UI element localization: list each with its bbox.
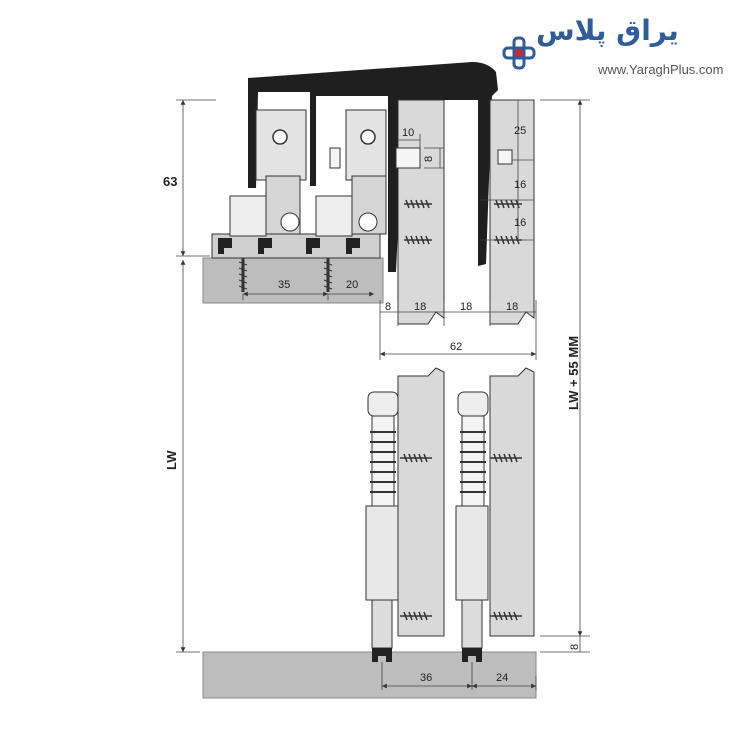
- bottom-board: [202, 651, 537, 699]
- dim-bottom-24: 24: [496, 672, 508, 684]
- dim-panel-front: 18: [414, 301, 426, 313]
- carriage-left-body: [255, 109, 307, 181]
- dim-top-25: 25: [514, 125, 526, 137]
- dim-panel-back: 18: [506, 301, 518, 313]
- brand-name: یراق پلاس: [536, 14, 679, 47]
- dim-mid-16b: 16: [514, 217, 526, 229]
- dim-gap-left: 8: [385, 301, 391, 313]
- dim-pin-8: 8: [423, 156, 435, 162]
- dim-bottom-36: 36: [420, 672, 432, 684]
- bottom-guide-front: [365, 391, 399, 662]
- dim-bottom-8: 8: [569, 644, 581, 650]
- brand-logo: یراق پلاس www.YaraghPlus.com: [500, 8, 745, 80]
- dim-overall-width: 62: [450, 341, 462, 353]
- screw-left: [238, 258, 248, 292]
- top-profile: [248, 62, 498, 272]
- dim-panel-gap: 18: [460, 301, 472, 313]
- dim-top-height: 63: [163, 174, 177, 189]
- dim-offset-10: 10: [402, 127, 414, 139]
- dim-screw-spacing: 35: [278, 279, 290, 291]
- dim-screw-offset: 20: [346, 279, 358, 291]
- screw-right: [323, 258, 333, 292]
- dim-total-height: LW + 55 MM: [566, 336, 581, 410]
- bottom-guide-back: [455, 391, 489, 662]
- dim-mid-16a: 16: [514, 179, 526, 191]
- carriage-right-body: [345, 109, 387, 181]
- door-panel-back-top: [489, 99, 535, 325]
- brand-url: www.YaraghPlus.com: [598, 62, 724, 77]
- plus-icon: [502, 36, 536, 70]
- dim-side-height: LW: [164, 450, 179, 470]
- door-panel-back-bottom: [489, 367, 535, 637]
- door-panel-front-bottom: [397, 367, 445, 637]
